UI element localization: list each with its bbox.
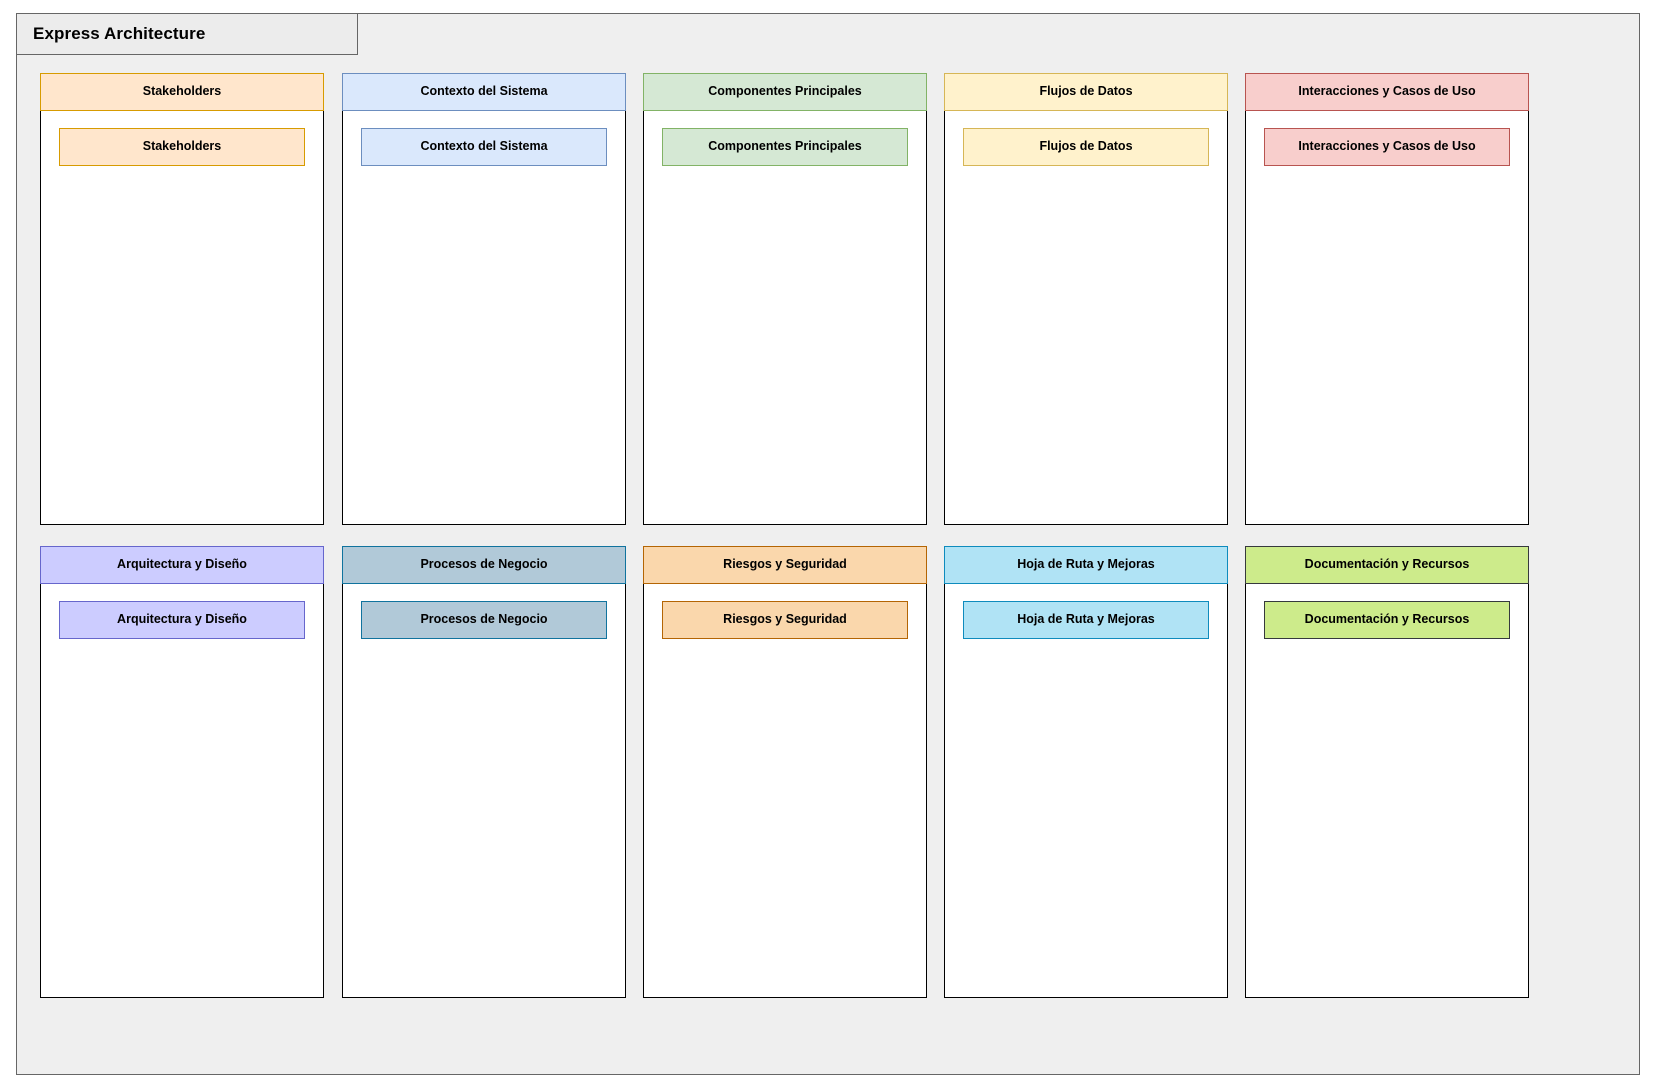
swimlane-item-hoja-de-ruta-y-mejoras[interactable]: Hoja de Ruta y Mejoras (963, 601, 1209, 639)
swimlane-header-arquitectura-y-diseno[interactable]: Arquitectura y Diseño (40, 546, 324, 584)
swimlane-item-documentacion-y-recursos[interactable]: Documentación y Recursos (1264, 601, 1510, 639)
swimlane-header-documentacion-y-recursos[interactable]: Documentación y Recursos (1245, 546, 1529, 584)
swimlane-body-contexto-del-sistema: Contexto del Sistema (343, 111, 625, 524)
swimlane-body-arquitectura-y-diseno: Arquitectura y Diseño (41, 584, 323, 997)
swimlane-header-componentes-principales[interactable]: Componentes Principales (643, 73, 927, 111)
swimlane-body-procesos-de-negocio: Procesos de Negocio (343, 584, 625, 997)
swimlane-item-componentes-principales[interactable]: Componentes Principales (662, 128, 908, 166)
swimlane-item-riesgos-y-seguridad[interactable]: Riesgos y Seguridad (662, 601, 908, 639)
swimlane-item-contexto-del-sistema[interactable]: Contexto del Sistema (361, 128, 607, 166)
swimlane-item-flujos-de-datos[interactable]: Flujos de Datos (963, 128, 1209, 166)
swimlane-header-procesos-de-negocio[interactable]: Procesos de Negocio (342, 546, 626, 584)
swimlane-item-stakeholders[interactable]: Stakeholders (59, 128, 305, 166)
swimlane-body-flujos-de-datos: Flujos de Datos (945, 111, 1227, 524)
swimlane-body-stakeholders: Stakeholders (41, 111, 323, 524)
swimlane-item-arquitectura-y-diseno[interactable]: Arquitectura y Diseño (59, 601, 305, 639)
swimlane-header-interacciones-y-casos-de-uso[interactable]: Interacciones y Casos de Uso (1245, 73, 1529, 111)
swimlane-body-interacciones-y-casos-de-uso: Interacciones y Casos de Uso (1246, 111, 1528, 524)
swimlane-header-contexto-del-sistema[interactable]: Contexto del Sistema (342, 73, 626, 111)
swimlane-item-interacciones-y-casos-de-uso[interactable]: Interacciones y Casos de Uso (1264, 128, 1510, 166)
swimlane-body-hoja-de-ruta-y-mejoras: Hoja de Ruta y Mejoras (945, 584, 1227, 997)
swimlane-header-riesgos-y-seguridad[interactable]: Riesgos y Seguridad (643, 546, 927, 584)
swimlane-header-flujos-de-datos[interactable]: Flujos de Datos (944, 73, 1228, 111)
swimlane-item-procesos-de-negocio[interactable]: Procesos de Negocio (361, 601, 607, 639)
container-title-tab[interactable]: Express Architecture (16, 13, 358, 55)
swimlane-body-riesgos-y-seguridad: Riesgos y Seguridad (644, 584, 926, 997)
page-title: Express Architecture (33, 24, 206, 43)
swimlane-body-documentacion-y-recursos: Documentación y Recursos (1246, 584, 1528, 997)
swimlane-header-hoja-de-ruta-y-mejoras[interactable]: Hoja de Ruta y Mejoras (944, 546, 1228, 584)
swimlane-header-stakeholders[interactable]: Stakeholders (40, 73, 324, 111)
swimlane-body-componentes-principales: Componentes Principales (644, 111, 926, 524)
